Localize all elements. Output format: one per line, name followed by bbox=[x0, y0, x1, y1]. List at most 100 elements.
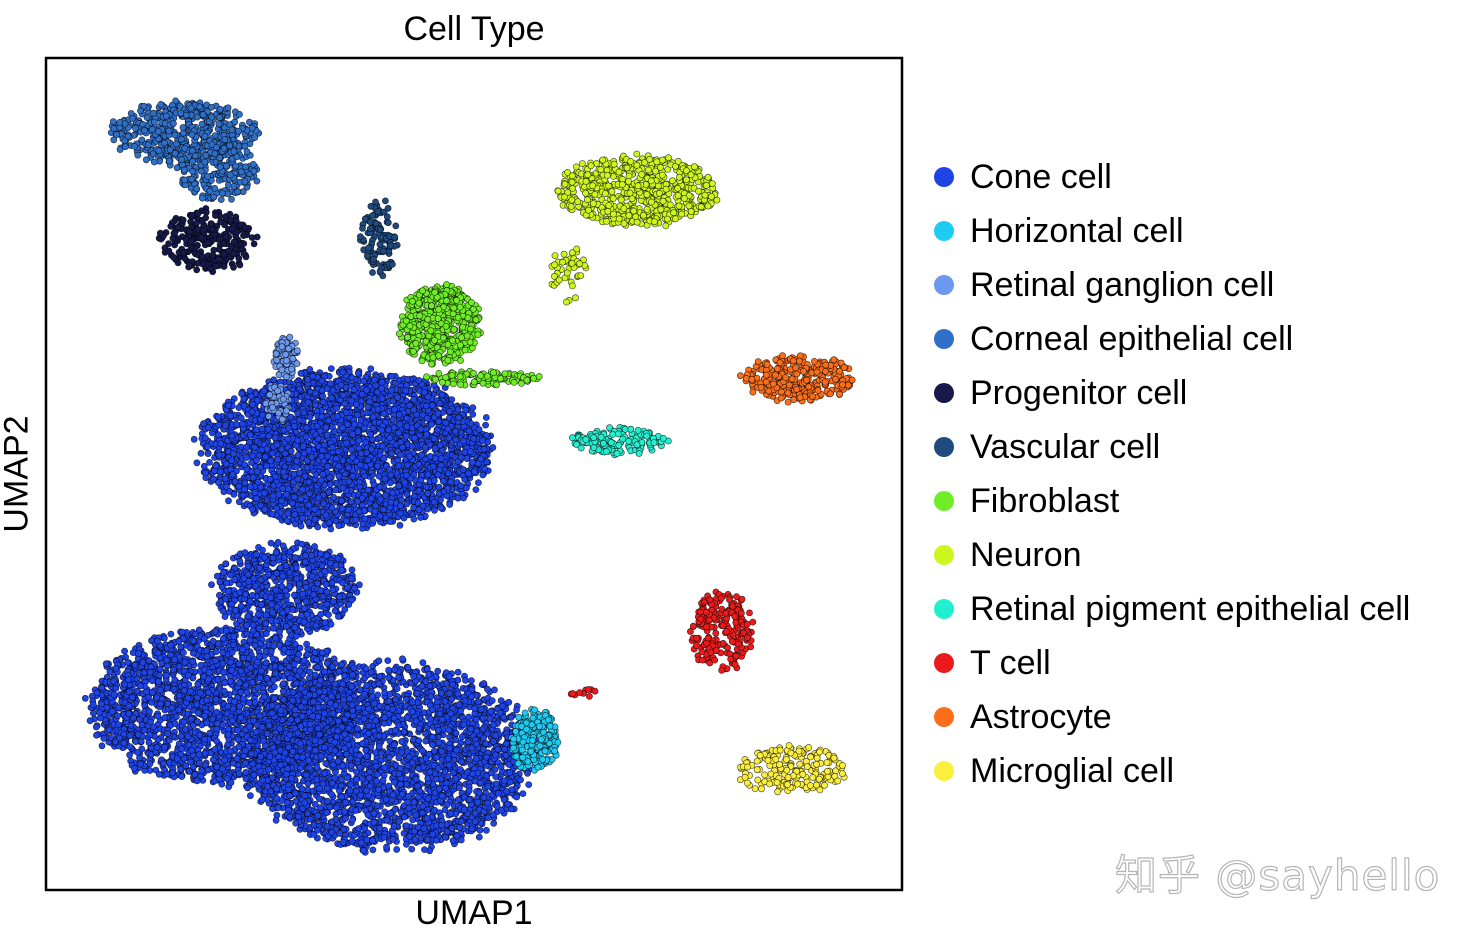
data-point bbox=[474, 479, 482, 487]
data-point bbox=[480, 445, 488, 453]
data-point bbox=[156, 665, 164, 673]
data-point bbox=[231, 478, 239, 485]
data-point bbox=[243, 630, 251, 638]
data-point bbox=[386, 479, 394, 487]
data-point bbox=[439, 477, 447, 485]
data-point bbox=[423, 414, 431, 422]
data-point bbox=[414, 499, 422, 507]
data-point bbox=[472, 486, 480, 493]
data-point bbox=[193, 459, 201, 467]
data-point bbox=[335, 462, 343, 470]
data-point bbox=[155, 770, 163, 778]
data-point bbox=[424, 489, 432, 497]
data-point bbox=[280, 468, 287, 476]
data-point bbox=[291, 493, 298, 501]
data-point bbox=[282, 491, 290, 498]
data-point bbox=[326, 481, 334, 488]
data-point bbox=[462, 406, 470, 414]
data-point bbox=[246, 431, 254, 439]
data-point bbox=[333, 404, 341, 412]
data-point bbox=[482, 414, 490, 421]
chart-title: Cell Type bbox=[403, 10, 545, 48]
data-point bbox=[253, 456, 260, 464]
data-point bbox=[98, 742, 106, 750]
data-point bbox=[367, 495, 375, 503]
data-point bbox=[430, 477, 438, 485]
data-point bbox=[369, 413, 377, 421]
data-point bbox=[325, 488, 333, 496]
data-point bbox=[415, 487, 423, 495]
data-point bbox=[243, 454, 250, 461]
data-point bbox=[447, 478, 455, 486]
data-point bbox=[211, 628, 219, 635]
data-point bbox=[463, 454, 471, 462]
data-point bbox=[200, 635, 208, 642]
data-point bbox=[258, 411, 266, 419]
data-point bbox=[467, 448, 474, 455]
data-point bbox=[241, 461, 249, 468]
data-point bbox=[481, 465, 489, 473]
data-point bbox=[317, 476, 325, 484]
data-point bbox=[475, 426, 483, 433]
data-point bbox=[297, 522, 305, 530]
data-point bbox=[345, 478, 353, 485]
data-point bbox=[397, 451, 404, 459]
data-point bbox=[258, 425, 266, 433]
data-point bbox=[269, 492, 277, 500]
data-point bbox=[249, 505, 256, 513]
data-point bbox=[216, 468, 224, 476]
data-point bbox=[469, 410, 477, 418]
data-point bbox=[228, 457, 235, 465]
data-point bbox=[215, 451, 223, 459]
data-point bbox=[337, 381, 345, 389]
data-point bbox=[381, 475, 389, 483]
data-point bbox=[225, 497, 232, 505]
data-point bbox=[347, 446, 355, 454]
data-point bbox=[335, 472, 343, 480]
data-point bbox=[92, 723, 100, 731]
data-point bbox=[126, 751, 134, 759]
data-point bbox=[417, 451, 425, 459]
scatter-plot bbox=[44, 56, 904, 892]
data-point bbox=[375, 472, 383, 480]
data-point bbox=[433, 426, 441, 434]
data-point bbox=[318, 452, 325, 460]
data-point bbox=[248, 408, 256, 416]
data-point bbox=[322, 511, 330, 519]
data-point bbox=[371, 376, 378, 384]
data-point bbox=[327, 365, 335, 372]
data-point bbox=[421, 443, 429, 451]
data-point bbox=[354, 369, 362, 377]
data-point bbox=[303, 424, 311, 432]
data-point bbox=[121, 647, 128, 655]
data-point bbox=[397, 510, 404, 517]
data-point bbox=[442, 419, 450, 427]
data-point bbox=[386, 518, 394, 525]
data-point bbox=[396, 521, 404, 529]
data-point bbox=[305, 446, 313, 454]
data-point bbox=[294, 451, 302, 459]
data-point bbox=[374, 462, 381, 470]
data-point bbox=[266, 475, 274, 483]
data-point bbox=[204, 443, 211, 450]
data-point bbox=[388, 386, 395, 394]
data-point bbox=[403, 461, 411, 469]
data-point bbox=[360, 424, 368, 432]
data-point bbox=[389, 416, 397, 424]
data-point bbox=[377, 495, 385, 503]
data-point bbox=[146, 708, 153, 715]
data-point bbox=[380, 455, 388, 462]
data-point bbox=[347, 498, 355, 506]
data-point bbox=[312, 401, 319, 409]
data-point bbox=[483, 458, 491, 466]
data-point bbox=[454, 406, 462, 414]
data-point bbox=[90, 709, 97, 717]
data-point bbox=[325, 519, 333, 527]
data-point bbox=[235, 498, 243, 506]
data-point bbox=[164, 662, 171, 670]
data-point bbox=[364, 403, 372, 411]
data-point bbox=[320, 500, 328, 508]
data-point bbox=[477, 455, 485, 463]
data-point bbox=[200, 462, 208, 470]
data-point bbox=[376, 483, 384, 491]
